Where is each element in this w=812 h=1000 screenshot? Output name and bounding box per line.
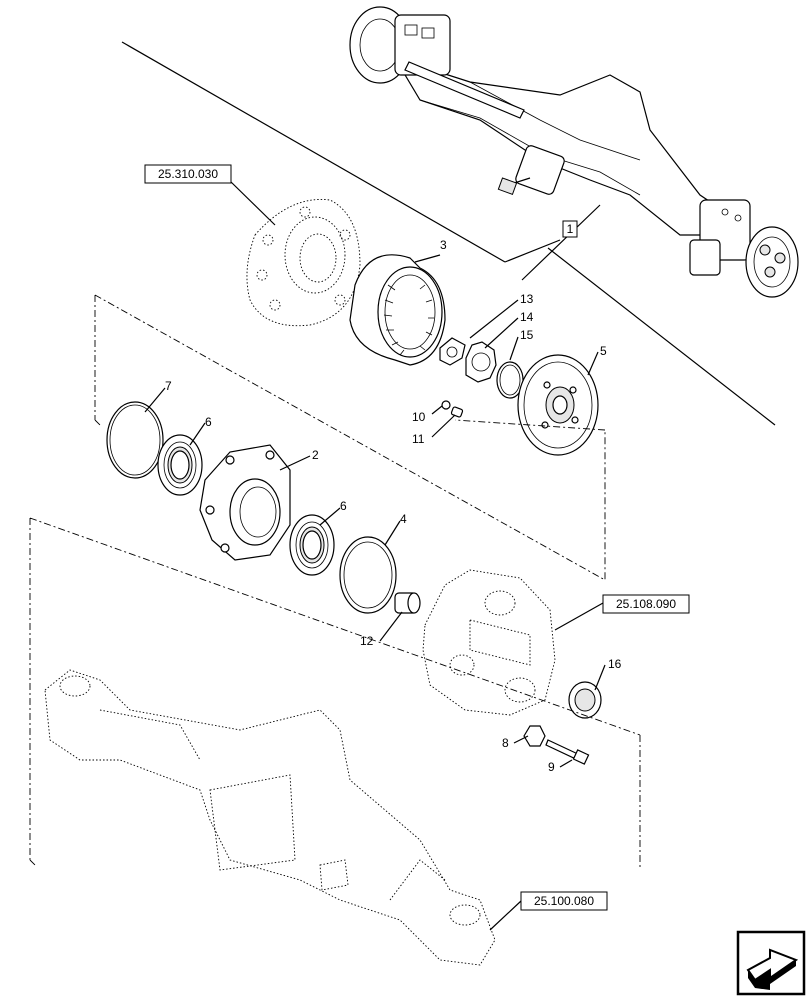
ref-label-carrier-housing: 25.108.090 xyxy=(616,597,676,611)
callout-9: 9 xyxy=(548,760,555,774)
carrier-housing-drawing xyxy=(422,569,556,716)
leader-lines xyxy=(144,180,606,931)
callout-15: 15 xyxy=(520,328,534,342)
axle-housing-drawing xyxy=(44,669,496,966)
callout-7: 7 xyxy=(165,379,172,393)
ref-label-hub-cover: 25.310.030 xyxy=(158,167,218,181)
callout-6b: 6 xyxy=(340,499,347,513)
callout-5: 5 xyxy=(600,344,607,358)
assembly-axis-line xyxy=(121,41,506,263)
assembly-axis-line-lower xyxy=(547,247,776,426)
ref-label-assembly: 1 xyxy=(567,222,574,236)
hub-cover-drawing xyxy=(246,199,361,327)
callout-13: 13 xyxy=(520,292,534,306)
hex-nut-drawing xyxy=(523,725,546,747)
retaining-ring-drawing xyxy=(106,401,164,479)
ref-box-carrier-housing[interactable]: 25.108.090 xyxy=(602,594,690,614)
bearing-upper-drawing xyxy=(157,434,203,496)
callout-14: 14 xyxy=(520,310,534,324)
ring-gear-drawing xyxy=(349,254,446,366)
ref-label-axle-housing: 25.100.080 xyxy=(534,894,594,908)
seal-ring-drawing xyxy=(339,536,397,614)
planet-carrier-gear-drawing xyxy=(517,354,599,456)
group-outline-upper xyxy=(94,294,606,581)
callout-16: 16 xyxy=(608,657,622,671)
assembly-leader xyxy=(504,239,561,263)
oil-seal-drawing xyxy=(568,681,602,719)
callout-8: 8 xyxy=(502,736,509,750)
axle-assembly-drawing xyxy=(349,6,799,298)
nut-drawing xyxy=(465,341,497,383)
bearing-lower-drawing xyxy=(289,514,335,576)
ref-box-hub-cover[interactable]: 25.310.030 xyxy=(144,164,232,184)
callout-12: 12 xyxy=(360,634,374,648)
callout-10: 10 xyxy=(412,410,426,424)
next-page-arrow-icon[interactable] xyxy=(736,930,806,996)
bushing-drawing xyxy=(394,592,421,614)
callout-6a: 6 xyxy=(205,415,212,429)
callout-4: 4 xyxy=(400,512,407,526)
callout-2: 2 xyxy=(312,448,319,462)
callout-3: 3 xyxy=(440,238,447,252)
group-outline-lower xyxy=(29,517,641,870)
lock-washer-drawing xyxy=(439,337,466,366)
ref-box-assembly[interactable]: 1 xyxy=(562,220,578,238)
ref-box-axle-housing[interactable]: 25.100.080 xyxy=(520,891,608,911)
bolt-drawing xyxy=(545,739,590,765)
callout-11: 11 xyxy=(412,432,425,446)
wheel-hub-drawing xyxy=(199,444,291,561)
assembly-leader-2 xyxy=(521,204,601,281)
bolt-washer-drawing xyxy=(441,400,464,418)
